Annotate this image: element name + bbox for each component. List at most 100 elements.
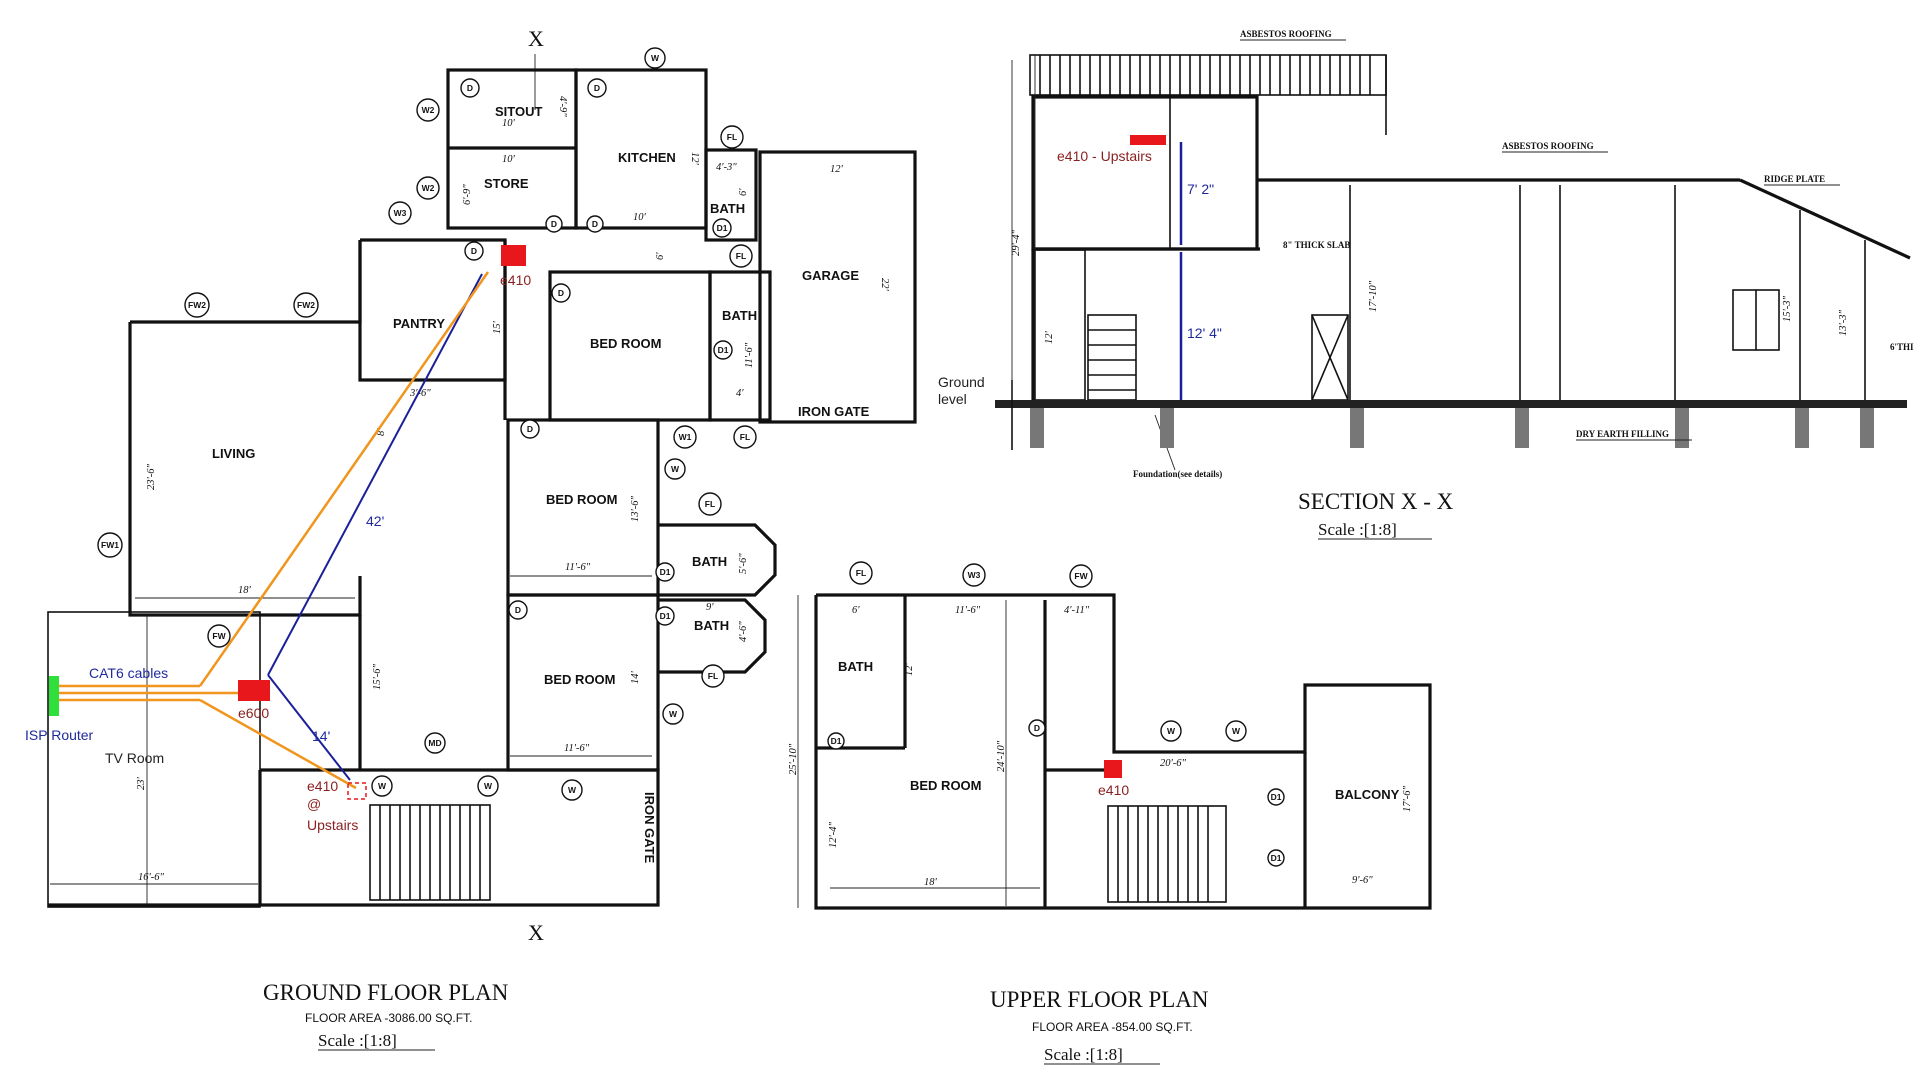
svg-text:14': 14': [630, 671, 641, 685]
room-living: LIVING: [212, 446, 255, 461]
label-e410-upper: e410: [1098, 782, 1129, 798]
room-iron-gate-bottom: IRON GATE: [642, 792, 657, 864]
svg-text:11'-6": 11'-6": [744, 342, 755, 368]
svg-text:W1: W1: [679, 432, 692, 442]
upper-tag-w-a: W: [1160, 720, 1182, 742]
upper-tag-w-b: W: [1225, 720, 1247, 742]
svg-text:23'-6": 23'-6": [146, 464, 157, 490]
room-bath-4: BATH: [694, 618, 729, 633]
svg-text:W: W: [1167, 726, 1176, 736]
svg-text:D: D: [558, 288, 564, 298]
svg-text:D1: D1: [660, 567, 671, 577]
upper-tag-w3: W3: [962, 563, 986, 587]
upper-tag-fw: FW: [1069, 564, 1093, 588]
ground-floor-walls: [47, 68, 917, 908]
svg-text:10': 10': [633, 212, 647, 223]
tag-w-d: W: [477, 775, 499, 797]
svg-text:10': 10': [502, 118, 516, 129]
label-e410-ground-upstairs: e410: [307, 778, 338, 794]
svg-text:D1: D1: [718, 345, 729, 355]
tag-fl-a: FL: [720, 125, 744, 149]
svg-text:D: D: [467, 83, 473, 93]
label-run-42: 42': [366, 513, 384, 529]
upper-floor-title: UPPER FLOOR PLAN: [990, 987, 1209, 1012]
svg-text:FW1: FW1: [101, 540, 119, 550]
ground-floor-scale: Scale :[1:8]: [318, 1031, 397, 1050]
svg-text:4'-6": 4'-6": [738, 621, 749, 642]
tag-d1-d: D1: [655, 606, 675, 626]
svg-text:D: D: [594, 83, 600, 93]
svg-text:15'-6": 15'-6": [372, 664, 383, 690]
upper-tag-d: D: [1028, 719, 1046, 737]
upper-stairs: [1107, 805, 1227, 903]
tag-fw2-b: FW2: [293, 292, 319, 318]
svg-text:13'-6": 13'-6": [630, 496, 641, 522]
svg-text:FW: FW: [212, 631, 226, 641]
svg-text:5'-6": 5'-6": [738, 553, 749, 574]
svg-text:D: D: [592, 219, 598, 229]
svg-text:18': 18': [924, 877, 938, 888]
svg-text:17'-6": 17'-6": [1402, 786, 1413, 812]
svg-text:D1: D1: [831, 736, 842, 746]
label-height-12-4: 12' 4": [1187, 325, 1222, 341]
svg-text:12': 12': [830, 164, 844, 175]
svg-text:W2: W2: [422, 183, 435, 193]
label-height-7-2: 7' 2": [1187, 181, 1214, 197]
tag-w2-a: W2: [416, 98, 440, 122]
svg-text:9'-6": 9'-6": [1352, 875, 1373, 886]
room-bath-2: BATH: [722, 308, 757, 323]
section-mark-bottom: X: [528, 920, 544, 945]
svg-text:W3: W3: [394, 208, 407, 218]
svg-text:22': 22': [879, 278, 890, 292]
svg-text:RIDGE PLATE: RIDGE PLATE: [1764, 174, 1825, 184]
svg-text:FW2: FW2: [297, 300, 315, 310]
tag-w-b: W: [662, 703, 684, 725]
svg-text:W: W: [669, 709, 678, 719]
tag-d1-c: D1: [655, 562, 675, 582]
room-store: STORE: [484, 176, 529, 191]
svg-text:D: D: [1034, 723, 1040, 733]
room-pantry: PANTRY: [393, 316, 445, 331]
label-cat6: CAT6 cables: [89, 665, 168, 681]
svg-text:6'THI: 6'THI: [1890, 342, 1914, 352]
svg-text:FL: FL: [856, 568, 866, 578]
svg-text:6': 6': [852, 605, 860, 616]
label-isp-router: ISP Router: [25, 727, 94, 743]
room-bath-kitchen: BATH: [710, 201, 745, 216]
upper-floor-scale: Scale :[1:8]: [1044, 1045, 1123, 1064]
svg-text:FL: FL: [727, 132, 737, 142]
section-scale: Scale :[1:8]: [1318, 520, 1397, 539]
svg-text:8" THICK SLAB: 8" THICK SLAB: [1283, 240, 1350, 250]
label-tv-room: TV Room: [105, 750, 164, 766]
svg-text:W: W: [568, 785, 577, 795]
svg-text:29'-4": 29'-4": [1011, 230, 1022, 256]
svg-text:6'-9": 6'-9": [462, 184, 473, 205]
tag-fw: FW: [207, 624, 231, 648]
room-garage: GARAGE: [802, 268, 859, 283]
upper-dimensions: 6' 11'-6" 4'-11" 12' 25'-10" 24'-10" 20'…: [788, 595, 1413, 908]
ground-room-labels: SITOUT KITCHEN STORE GARAGE PANTRY BED R…: [212, 104, 870, 864]
svg-text:6': 6': [655, 252, 666, 260]
svg-text:10': 10': [502, 154, 516, 165]
svg-text:FW2: FW2: [188, 300, 206, 310]
svg-text:6': 6': [738, 188, 749, 196]
svg-text:23': 23': [136, 777, 147, 791]
tag-w-top: W: [644, 47, 666, 69]
svg-text:W3: W3: [968, 570, 981, 580]
svg-text:DRY EARTH FILLING: DRY EARTH FILLING: [1576, 429, 1669, 439]
svg-text:3'-6": 3'-6": [409, 388, 431, 399]
svg-text:Ground: Ground: [938, 374, 985, 390]
svg-text:15': 15': [492, 321, 503, 335]
svg-text:4'-11": 4'-11": [1064, 605, 1090, 616]
tag-d1-a: D1: [712, 218, 732, 238]
svg-text:12': 12': [689, 152, 700, 166]
svg-text:FL: FL: [705, 499, 715, 509]
e600-block: [238, 680, 270, 701]
tag-w-a: W: [664, 458, 686, 480]
e410-upstairs-marker: [347, 782, 367, 800]
tag-d1-b: D1: [713, 340, 733, 360]
svg-text:MD: MD: [428, 738, 441, 748]
tag-d-f: D: [551, 283, 571, 303]
svg-text:FW: FW: [1074, 571, 1088, 581]
